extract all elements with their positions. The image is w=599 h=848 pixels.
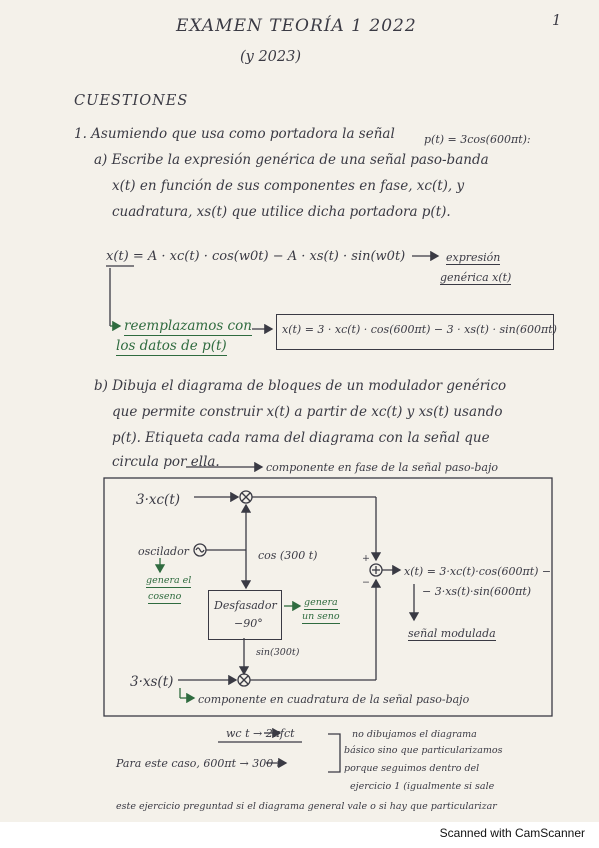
q1b-line-2: que permite construir x(t) a partir de x… bbox=[112, 404, 503, 420]
note-line-1: no dibujamos el diagrama bbox=[352, 729, 477, 740]
q1-statement: 1. Asumiendo que usa como portadora la s… bbox=[74, 126, 395, 142]
summer-minus-sign: − bbox=[362, 577, 370, 588]
input-xc: 3·xc(t) bbox=[136, 492, 181, 508]
q1a-line-3: cuadratura, xs(t) que utilice dicha port… bbox=[112, 204, 451, 220]
note-line-2: básico sino que particularizamos bbox=[344, 745, 503, 756]
phase-component-note: componente en fase de la señal paso-bajo bbox=[266, 461, 499, 474]
summer-plus-sign: + bbox=[362, 553, 370, 564]
page-subtitle: (y 2023) bbox=[240, 49, 302, 65]
shifter-note-1: genera bbox=[304, 597, 338, 610]
note-line-3: porque seguimos dentro del bbox=[344, 763, 480, 774]
phase-shifter-label: Desfasador bbox=[214, 599, 277, 612]
note-line-4: ejercicio 1 (igualmente si sale bbox=[350, 781, 495, 792]
page-number: 1 bbox=[552, 13, 562, 29]
generic-note-line-1: expresión bbox=[446, 251, 501, 265]
handwritten-strokes bbox=[103, 250, 553, 773]
replace-note-line-1: reemplazamos con bbox=[124, 318, 252, 336]
quadrature-component-note: componente en cuadratura de la señal pas… bbox=[198, 693, 470, 706]
scanner-footer: Scanned with CamScanner bbox=[439, 826, 585, 840]
case-mapping: Para este caso, 600πt → 300 t bbox=[116, 757, 282, 770]
q1a-line-1: a) Escribe la expresión genérica de una … bbox=[94, 152, 489, 168]
frequency-mapping: wc t → 2πfct bbox=[226, 727, 295, 740]
phase-shifter-angle: −90° bbox=[234, 617, 263, 630]
q1a-line-2: x(t) en función de sus componentes en fa… bbox=[112, 178, 465, 194]
page-title: EXAMEN TEORÍA 1 2022 bbox=[176, 16, 417, 36]
oscillator-note-1: genera el bbox=[146, 575, 192, 588]
generic-expression: x(t) = A · xc(t) · cos(w0t) − A · xs(t) … bbox=[106, 249, 406, 264]
q1b-line-3: p(t). Etiqueta cada rama del diagrama co… bbox=[112, 430, 490, 446]
generic-note-line-2: genérica x(t) bbox=[440, 271, 512, 285]
q1-carrier: p(t) = 3cos(600πt): bbox=[424, 133, 531, 146]
oscillator-label: oscilador bbox=[138, 545, 189, 558]
oscillator-note-2: coseno bbox=[148, 591, 182, 604]
output-expression-1: x(t) = 3·xc(t)·cos(600πt) − bbox=[404, 565, 552, 578]
q1b-line-4: circula por ella. bbox=[112, 454, 220, 470]
q1b-line-1: b) Dibuja el diagrama de bloques de un m… bbox=[94, 378, 507, 394]
phase-shifter-block bbox=[208, 590, 282, 640]
shifter-note-2: un seno bbox=[302, 611, 340, 624]
input-xs: 3·xs(t) bbox=[130, 674, 174, 690]
modulated-signal-label: señal modulada bbox=[408, 627, 496, 641]
scanned-page: 1 EXAMEN TEORÍA 1 2022 (y 2023) CUESTION… bbox=[0, 0, 599, 822]
result-expression: x(t) = 3 · xc(t) · cos(600πt) − 3 · xs(t… bbox=[282, 323, 557, 336]
output-expression-2: − 3·xs(t)·sin(600πt) bbox=[422, 585, 532, 598]
note-bottom-line: este ejercicio preguntad si el diagrama … bbox=[116, 801, 497, 812]
cos-branch-label: cos (300 t) bbox=[258, 549, 318, 562]
result-box bbox=[276, 314, 554, 350]
replace-note-line-2: los datos de p(t) bbox=[116, 338, 227, 356]
section-heading: CUESTIONES bbox=[74, 93, 189, 109]
sin-branch-label: sin(300t) bbox=[256, 647, 300, 658]
